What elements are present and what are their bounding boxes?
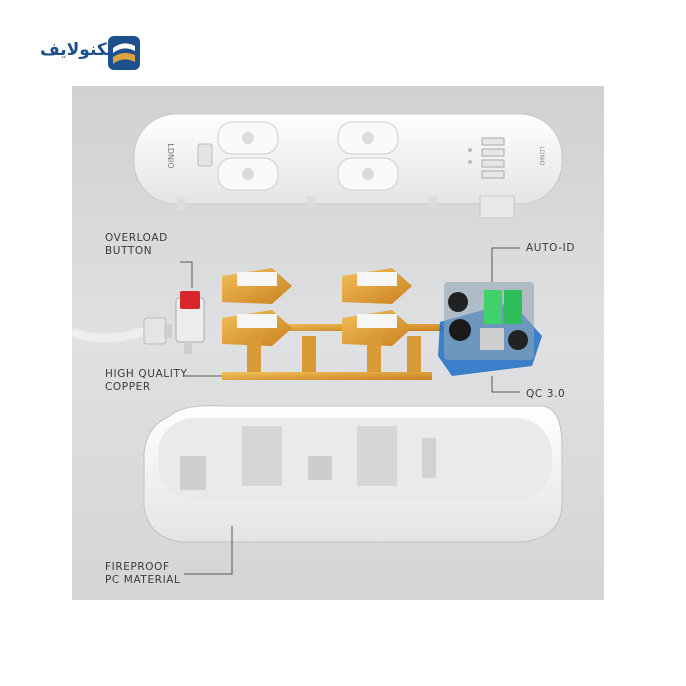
- callout-overload-button: OVERLOAD BUTTON: [105, 232, 168, 257]
- callout-auto-id: AUTO-ID: [526, 242, 576, 254]
- copper-contact: [222, 310, 292, 346]
- copper-conductors: [222, 268, 442, 380]
- copper-contact: [222, 268, 292, 304]
- callout-fireproof-pc: FIREPROOF PC MATERIAL: [105, 561, 181, 586]
- overload-switch: [175, 291, 205, 354]
- power-cable: [72, 317, 172, 345]
- outlet: [217, 157, 279, 191]
- leader-lines: [180, 247, 520, 575]
- store-logo-text: تکنولایف: [40, 40, 114, 60]
- callout-qc-3: QC 3.0: [526, 388, 566, 400]
- store-logo-icon: [108, 36, 140, 70]
- usb-ports: [468, 137, 505, 179]
- outlet: [337, 157, 399, 191]
- callout-high-quality-copper: HIGH QUALITY COPPER: [105, 368, 188, 393]
- outlet: [337, 121, 399, 155]
- top-cover-side-mark: LDNIO: [538, 147, 545, 166]
- copper-contact: [342, 268, 412, 304]
- charging-pcb: [438, 282, 542, 376]
- copper-contact: [342, 310, 412, 346]
- outlet: [217, 121, 279, 155]
- store-logo[interactable]: تکنولایف: [40, 36, 140, 72]
- product-image: LDNIO LDNIO: [72, 86, 604, 600]
- top-cover-brand-mark: LDNIO: [166, 143, 175, 168]
- top-cover: LDNIO LDNIO: [133, 113, 563, 219]
- bottom-housing: [143, 405, 563, 543]
